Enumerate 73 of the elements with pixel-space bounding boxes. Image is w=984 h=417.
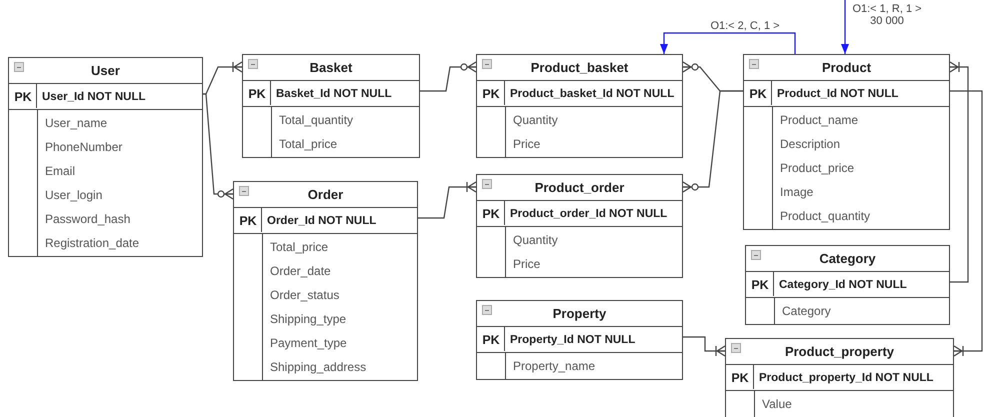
primary-key-field: User_Id NOT NULL: [37, 90, 146, 102]
relationship-line: [949, 61, 969, 283]
relationship-line: [420, 61, 477, 92]
attribute-field: Shipping_address: [263, 355, 366, 379]
attribute-field: Shipping_type: [263, 307, 366, 331]
primary-key-field: Order_Id NOT NULL: [262, 214, 376, 226]
table-box: [242, 54, 420, 158]
table-title: Order: [308, 187, 344, 202]
primary-key-field: Product_property_Id NOT NULL: [754, 372, 934, 384]
attribute-field: Password_hash: [38, 207, 140, 231]
attribute-field: Category: [775, 299, 831, 323]
table-box: [476, 54, 683, 158]
attribute-field: Product_price: [773, 156, 870, 180]
key-marker: PK: [750, 278, 770, 292]
primary-key-field: Property_Id NOT NULL: [505, 334, 636, 346]
key-marker: PK: [730, 370, 750, 384]
relationship-line: [950, 90, 983, 357]
attribute-field: Description: [773, 132, 870, 156]
table-title: Property: [552, 306, 606, 321]
relationship-line: [203, 61, 243, 95]
table-box: [743, 54, 950, 230]
attribute-field: Payment_type: [263, 331, 366, 355]
arrow: [660, 32, 796, 54]
key-marker: PK: [481, 206, 501, 220]
table-title: Product_property: [784, 344, 894, 359]
attribute-field: Price: [506, 132, 558, 156]
attribute-field: User_login: [38, 183, 140, 207]
attribute-field: User_name: [38, 111, 140, 135]
primary-key-field: Category_Id NOT NULL: [774, 278, 907, 290]
table-title: User: [91, 63, 120, 78]
attribute-field: PhoneNumber: [38, 135, 140, 159]
table-box: [745, 245, 950, 325]
primary-key-field: Product_Id NOT NULL: [772, 88, 898, 100]
relationship-line: [682, 90, 743, 193]
table-title: Product_order: [534, 180, 624, 195]
key-marker: PK: [748, 86, 768, 100]
key-marker: PK: [238, 214, 258, 228]
attribute-field: Product_quantity: [773, 204, 870, 228]
attribute-field: Image: [773, 180, 870, 204]
attribute-field: Total_price: [263, 235, 366, 259]
relationship-line: [418, 181, 477, 219]
attribute-field: Total_quantity: [272, 108, 354, 132]
key-marker: PK: [13, 90, 33, 104]
attribute-field: Total_price: [272, 132, 354, 156]
attribute-field: Value: [755, 392, 792, 416]
attribute-field: Quantity: [506, 108, 558, 132]
attribute-field: Property_name: [506, 354, 596, 378]
key-marker: PK: [247, 86, 267, 100]
primary-key-field: Basket_Id NOT NULL: [271, 88, 392, 100]
primary-key-field: Product_basket_Id NOT NULL: [505, 88, 674, 100]
attribute-field: Product_name: [773, 108, 870, 132]
key-marker: PK: [481, 332, 501, 346]
table-title: Basket: [310, 60, 352, 75]
relationship-line: [203, 93, 234, 200]
table-box: [476, 300, 683, 380]
attribute-field: Email: [38, 159, 140, 183]
table-box: [8, 57, 203, 257]
table-box: [476, 174, 683, 278]
attribute-field: Order_status: [263, 283, 366, 307]
attribute-field: Order_date: [263, 259, 366, 283]
relationship-line: [683, 336, 726, 357]
arrow: [841, 0, 849, 54]
table-title: Category: [819, 251, 876, 266]
table-title: Product: [822, 60, 872, 75]
attribute-field: Quantity: [506, 228, 558, 252]
table-box: [725, 338, 954, 417]
attribute-field: Price: [506, 252, 558, 276]
key-marker: PK: [481, 86, 501, 100]
table-title: Product_basket: [530, 60, 628, 75]
table-box: [233, 181, 418, 381]
primary-key-field: Product_order_Id NOT NULL: [505, 208, 668, 220]
edge-label: O1:< 1, R, 1 > 30 000: [852, 3, 922, 27]
attribute-field: Registration_date: [38, 231, 140, 255]
